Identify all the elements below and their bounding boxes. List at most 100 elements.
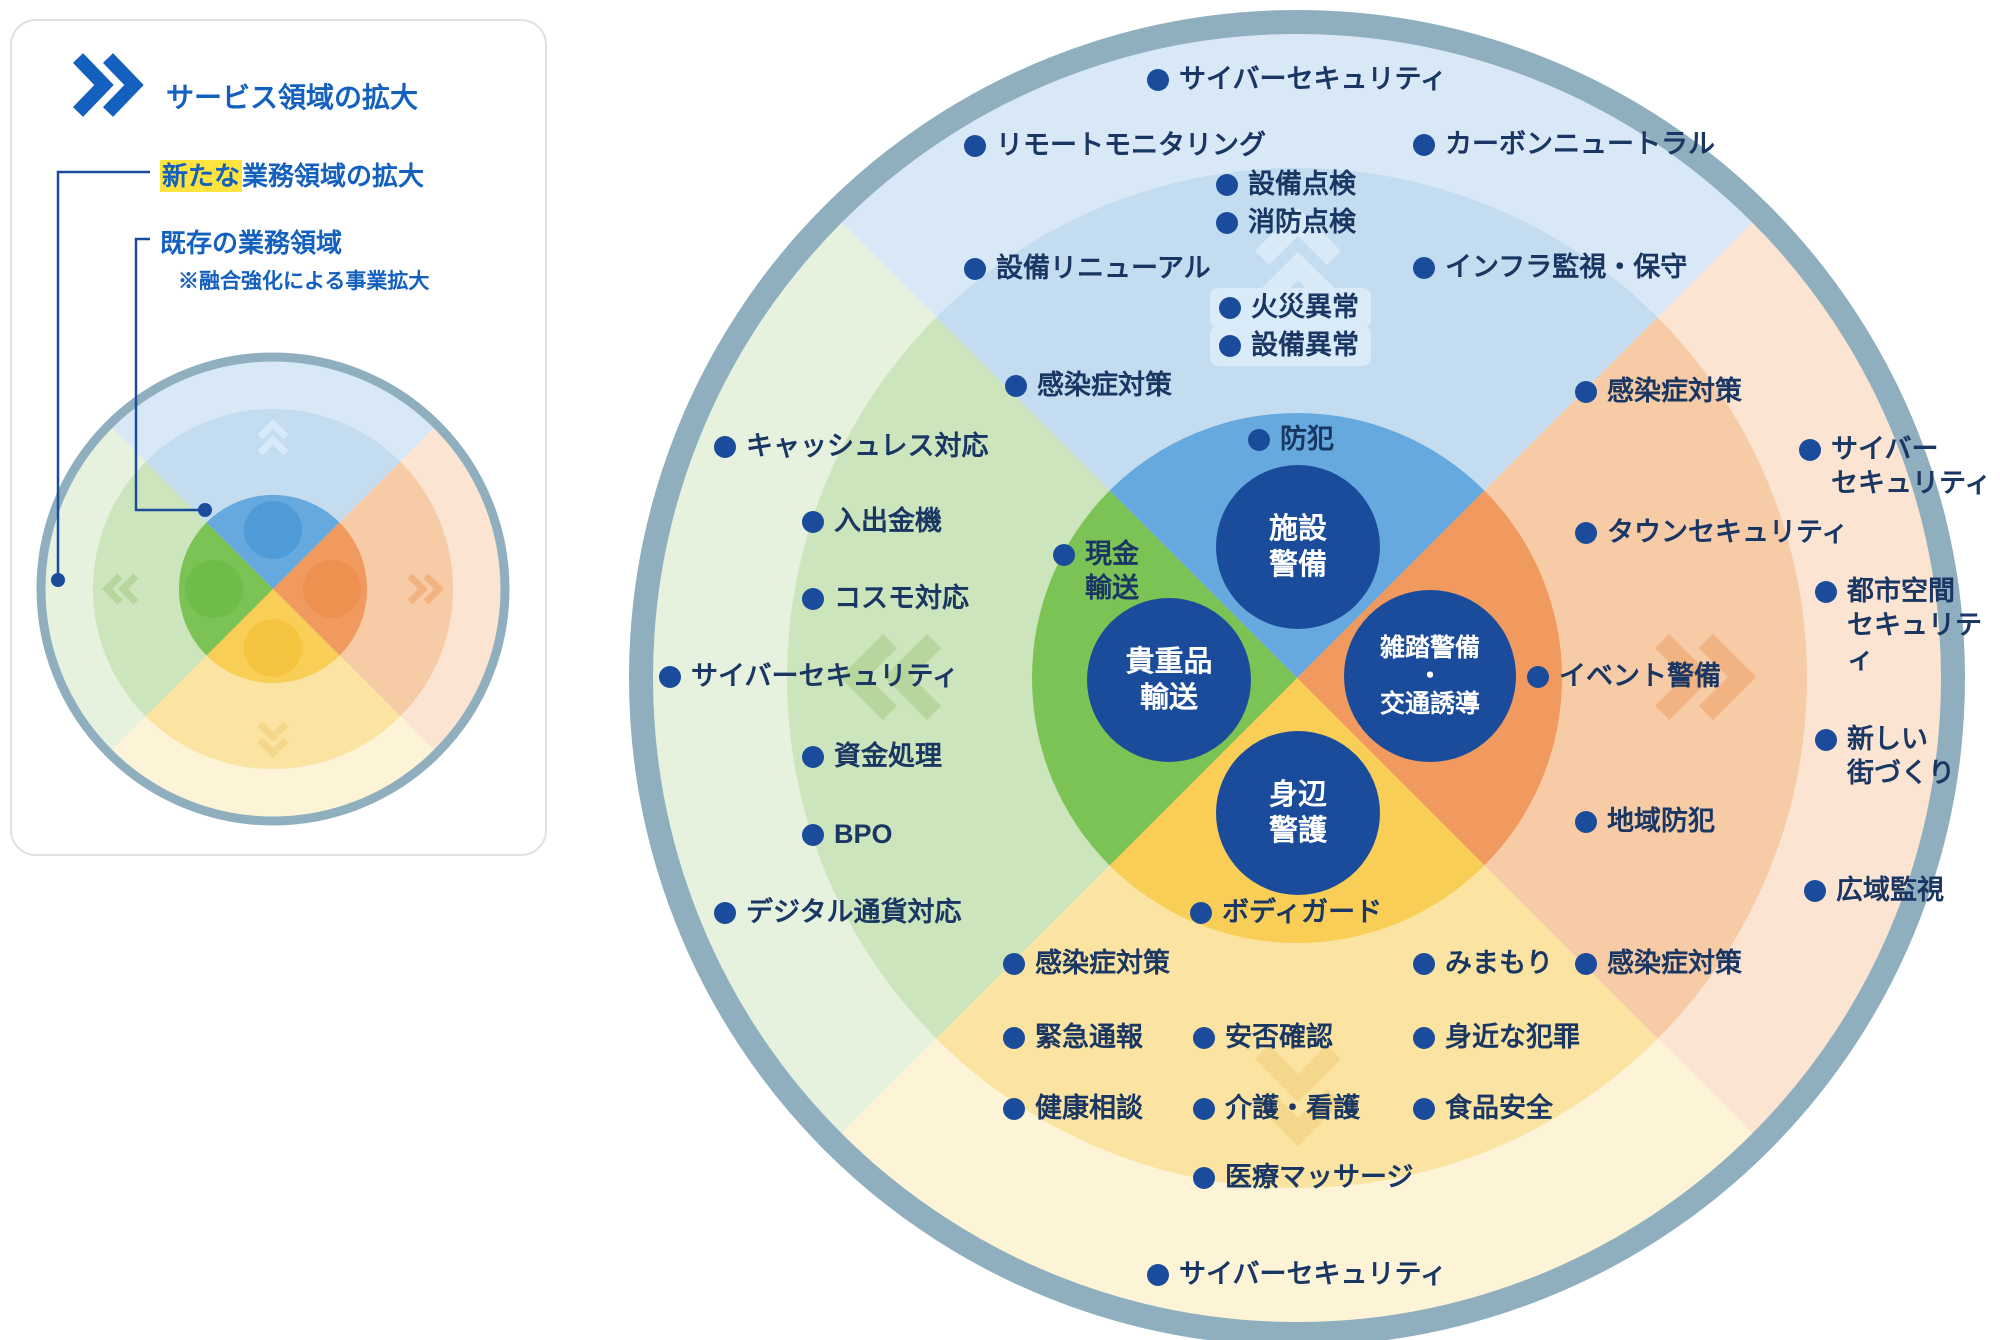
service-item: サイバーセキュリティ <box>659 660 959 694</box>
service-item: 資金処理 <box>802 740 942 774</box>
bullet-dot-icon <box>1190 902 1212 924</box>
service-item-label: 新しい 街づくり <box>1847 724 1955 788</box>
core-facility-security: 施設 警備 <box>1216 465 1380 629</box>
mini-chevron-up-icon <box>257 419 289 456</box>
service-item: 感染症対策 <box>1575 947 1742 981</box>
service-item: 消防点検 <box>1216 206 1356 240</box>
bullet-dot-icon <box>1575 381 1597 403</box>
mini-chevron-left-icon <box>102 573 139 605</box>
legend-connector-existing-dot <box>198 503 212 517</box>
service-item-label: サイバーセキュリティ <box>1179 64 1447 94</box>
service-item-label: ボディガード <box>1222 897 1383 927</box>
service-item-label: 食品安全 <box>1445 1093 1553 1123</box>
service-item-label: 感染症対策 <box>1607 948 1742 978</box>
service-item: タウンセキュリティ <box>1575 516 1848 550</box>
service-item: 広域監視 <box>1804 874 1944 908</box>
bullet-dot-icon <box>1413 134 1435 156</box>
service-item-label: カーボンニュートラル <box>1445 129 1715 159</box>
chevron-left-icon <box>839 633 942 721</box>
bullet-dot-icon <box>964 258 986 280</box>
bullet-dot-icon <box>1003 1027 1025 1049</box>
service-item-label: 医療マッサージ <box>1225 1162 1414 1192</box>
service-item-label: 感染症対策 <box>1037 370 1172 400</box>
bullet-dot-icon <box>964 135 986 157</box>
service-item: 現金 輸送 <box>1053 538 1139 606</box>
service-item: 食品安全 <box>1413 1092 1553 1126</box>
legend-title: サービス領域の拡大 <box>166 82 419 113</box>
service-item: 医療マッサージ <box>1193 1161 1413 1195</box>
service-item: キャッシュレス対応 <box>714 430 988 464</box>
service-item-label: 身近な犯罪 <box>1445 1022 1580 1052</box>
service-item: 設備点検 <box>1216 168 1356 202</box>
service-item-label: サイバーセキュリティ <box>691 661 959 691</box>
mini-circle-core-dots <box>185 501 361 677</box>
service-item-label: みまもり <box>1445 948 1553 978</box>
service-item-label: 感染症対策 <box>1035 948 1170 978</box>
bullet-dot-icon <box>802 511 824 533</box>
service-item-label: デジタル通貨対応 <box>746 897 962 927</box>
bullet-dot-icon <box>714 902 736 924</box>
legend-new-area-rest: 業務領域の拡大 <box>242 161 425 191</box>
service-item-label: 安否確認 <box>1225 1022 1333 1052</box>
bullet-dot-icon <box>1804 880 1826 902</box>
service-item-label: サイバーセキュリティ <box>1179 1259 1447 1289</box>
bullet-dot-icon <box>1413 953 1435 975</box>
service-item: 設備リニューアル <box>964 252 1211 286</box>
service-item-label: 緊急通報 <box>1035 1022 1143 1052</box>
bullet-dot-icon <box>714 436 736 458</box>
service-item-label: 感染症対策 <box>1607 376 1742 406</box>
service-item: インフラ監視・保守 <box>1413 251 1687 285</box>
bullet-dot-icon <box>802 824 824 846</box>
service-item-label: 都市空間 セキュリティ <box>1847 576 1982 674</box>
legend-existing-note: ※融合強化による事業拡大 <box>178 270 430 293</box>
main-circle-ring <box>629 10 1965 1340</box>
service-item: 身近な犯罪 <box>1413 1021 1580 1055</box>
bullet-dot-icon <box>802 588 824 610</box>
service-item-label: リモートモニタリング <box>996 130 1266 160</box>
service-item-label: サイバー セキュリティ <box>1831 434 1992 498</box>
bullet-dot-icon <box>1799 439 1821 461</box>
bullet-dot-icon <box>1005 375 1027 397</box>
service-item: 火災異常 <box>1210 288 1371 328</box>
service-item-label: 健康相談 <box>1035 1093 1143 1123</box>
bullet-dot-icon <box>1219 335 1241 357</box>
service-item: リモートモニタリング <box>964 129 1266 163</box>
service-item: イベント警備 <box>1527 660 1721 694</box>
bullet-dot-icon <box>1413 1027 1435 1049</box>
bullet-dot-icon <box>1413 1098 1435 1120</box>
bullet-dot-icon <box>1413 257 1435 279</box>
bullet-dot-icon <box>1147 1264 1169 1286</box>
service-item-label: 防犯 <box>1280 424 1334 454</box>
chevron-down-icon <box>1254 1044 1342 1147</box>
service-item: 入出金機 <box>802 505 942 539</box>
service-item: ボディガード <box>1190 896 1382 930</box>
service-item-label: 資金処理 <box>834 741 942 771</box>
service-item: サイバー セキュリティ <box>1799 433 1991 501</box>
service-item: 都市空間 セキュリティ <box>1815 575 2000 676</box>
legend-connector-new <box>56 170 150 580</box>
service-item: 感染症対策 <box>1575 375 1742 409</box>
chevron-right-icon <box>1654 633 1757 721</box>
service-item: 緊急通報 <box>1003 1021 1143 1055</box>
bullet-dot-icon <box>802 746 824 768</box>
legend-connector-new-dot <box>51 573 65 587</box>
bullet-dot-icon <box>1815 729 1837 751</box>
bullet-dot-icon <box>1219 297 1241 319</box>
service-item-label: タウンセキュリティ <box>1607 517 1849 547</box>
bullet-dot-icon <box>659 666 681 688</box>
bullet-dot-icon <box>1003 1098 1025 1120</box>
service-item: サイバーセキュリティ <box>1147 63 1447 97</box>
service-item-label: 広域監視 <box>1836 875 1944 905</box>
service-item: 設備異常 <box>1210 326 1371 366</box>
bullet-dot-icon <box>1216 174 1238 196</box>
service-item: みまもり <box>1413 947 1553 981</box>
mini-circle-ring <box>36 352 510 826</box>
service-item-label: キャッシュレス対応 <box>746 431 989 461</box>
bullet-dot-icon <box>1193 1027 1215 1049</box>
bullet-dot-icon <box>1193 1167 1215 1189</box>
service-item: BPO <box>802 818 893 852</box>
service-item-label: 介護・看護 <box>1225 1093 1360 1123</box>
service-item-label: コスモ対応 <box>834 583 969 613</box>
bullet-dot-icon <box>1216 212 1238 234</box>
core-crowd-security-traffic: 雑踏警備 ・ 交通誘導 <box>1344 590 1516 762</box>
